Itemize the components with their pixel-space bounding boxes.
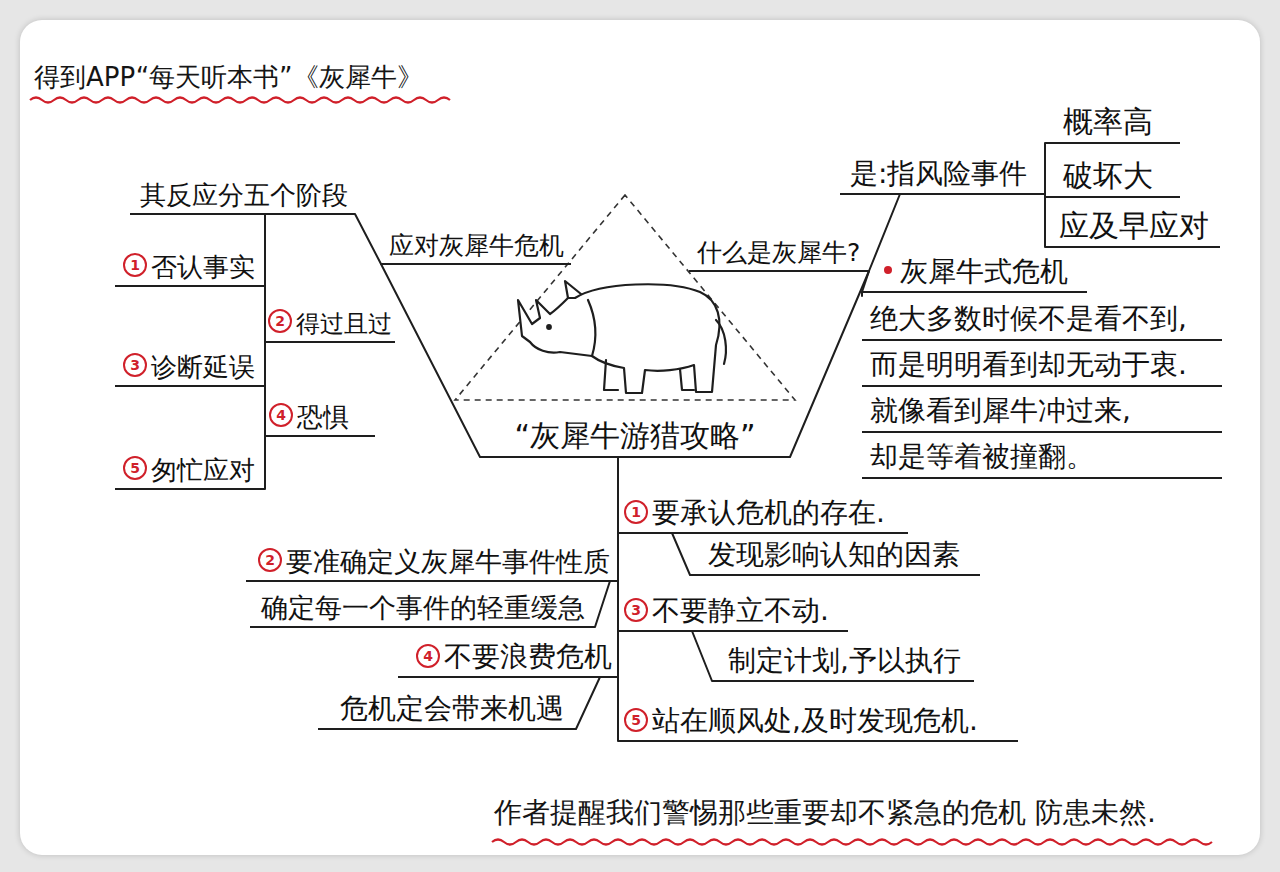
- branch-text: 应对灰犀牛危机: [389, 231, 564, 261]
- callout-number: 5: [123, 456, 147, 480]
- branch-text: 概率高: [1063, 104, 1153, 140]
- branch-node: 应及早应对: [1045, 208, 1220, 248]
- diagram-caption: 作者提醒我们警惕那些重要却不紧急的危机 防患未然.: [494, 796, 1156, 830]
- branch-line: [576, 677, 600, 729]
- branch-node: 确定每一个事件的轻重缓急: [250, 588, 595, 628]
- branch-text: 恐惧: [297, 402, 349, 433]
- branch-node: 应对灰犀牛危机: [381, 226, 571, 265]
- branch-node: 危机定会带来机遇: [318, 686, 576, 730]
- branch-node: 是:指风险事件: [840, 150, 1045, 195]
- callout-number: 1: [624, 500, 648, 524]
- callout-number: 5: [624, 708, 648, 732]
- branch-text: 得过且过: [296, 310, 392, 339]
- branch-text: 匆忙应对: [151, 455, 255, 486]
- branch-node: 3不要静立不动.: [618, 592, 848, 632]
- branch-node: 1要承认危机的存在.: [618, 492, 908, 534]
- branch-node: 破坏大: [1045, 158, 1180, 198]
- callout-number: 4: [269, 403, 293, 427]
- branch-line: [264, 214, 266, 489]
- branch-node: 其反应分五个阶段: [130, 177, 355, 215]
- branch-line: [790, 271, 869, 457]
- branch-node: 灰犀牛式危机: [862, 250, 1087, 293]
- branch-node: 5站在顺风处,及时发现危机.: [618, 698, 1018, 742]
- branch-line: [869, 194, 900, 271]
- branch-node: 2得过且过: [265, 300, 395, 343]
- callout-number: 3: [624, 598, 648, 622]
- branch-text: 制定计划,予以执行: [728, 644, 961, 678]
- branch-node: “灰犀牛游猎攻略”: [480, 405, 790, 458]
- branch-node: 什么是灰犀牛?: [689, 232, 869, 272]
- branch-text: 是:指风险事件: [850, 157, 1027, 191]
- caption-wavy-underline: [492, 840, 1212, 845]
- bullet-dot: [884, 266, 892, 274]
- branch-text: 破坏大: [1063, 158, 1153, 194]
- branch-node: 2要准确定义灰犀牛事件性质: [246, 540, 618, 582]
- branch-text: 确定每一个事件的轻重缓急: [261, 592, 585, 624]
- callout-number: 2: [268, 309, 292, 333]
- branch-text: 要准确定义灰犀牛事件性质: [286, 546, 610, 578]
- branch-node: 4恐惧: [265, 395, 375, 437]
- branch-line: [672, 533, 690, 575]
- branch-text: 绝大多数时候不是看不到, 而是明明看到却无动于衷. 就像看到犀牛冲过来, 却是等…: [870, 302, 1187, 473]
- branch-node: 4不要浪费危机: [398, 638, 618, 678]
- branch-text: 站在顺风处,及时发现危机.: [652, 704, 978, 738]
- branch-node: 1否认事实: [115, 245, 265, 287]
- branch-node: 制定计划,予以执行: [712, 640, 974, 682]
- branch-node: 5匆忙应对: [115, 447, 265, 490]
- branch-text: “灰犀牛游猎攻略”: [514, 418, 755, 454]
- branch-text: 危机定会带来机遇: [340, 692, 564, 726]
- branch-text: 发现影响认知的因素: [708, 538, 960, 572]
- branch-line: [381, 264, 480, 457]
- branch-text: 不要静立不动.: [652, 594, 829, 628]
- branch-node: 发现影响认知的因素: [690, 538, 980, 576]
- branch-text: 诊断延误: [151, 352, 255, 383]
- callout-number: 2: [258, 548, 282, 572]
- branch-line: [862, 271, 869, 292]
- branch-line: [692, 631, 712, 681]
- callout-number: 1: [123, 253, 147, 277]
- branch-line: [595, 581, 610, 627]
- branch-text: 应及早应对: [1059, 208, 1209, 244]
- branch-text: 灰犀牛式危机: [900, 255, 1068, 289]
- diagram-title: 得到APP“每天听本书”《灰犀牛》: [34, 62, 423, 93]
- callout-number: 4: [416, 644, 440, 668]
- note-lines: 绝大多数时候不是看不到, 而是明明看到却无动于衷. 就像看到犀牛冲过来, 却是等…: [862, 296, 1222, 480]
- branch-node: 3诊断延误: [115, 345, 265, 387]
- title-wavy-underline: [30, 98, 450, 103]
- branch-text: 什么是灰犀牛?: [697, 238, 860, 268]
- rhino-illustration: [518, 281, 726, 393]
- branch-node: 概率高: [1045, 104, 1180, 144]
- branch-text: 要承认危机的存在.: [652, 496, 885, 530]
- branch-line: [355, 214, 381, 264]
- branch-text: 其反应分五个阶段: [140, 180, 348, 211]
- callout-number: 3: [123, 353, 147, 377]
- branch-text: 不要浪费危机: [444, 640, 612, 674]
- branch-text: 否认事实: [151, 252, 255, 283]
